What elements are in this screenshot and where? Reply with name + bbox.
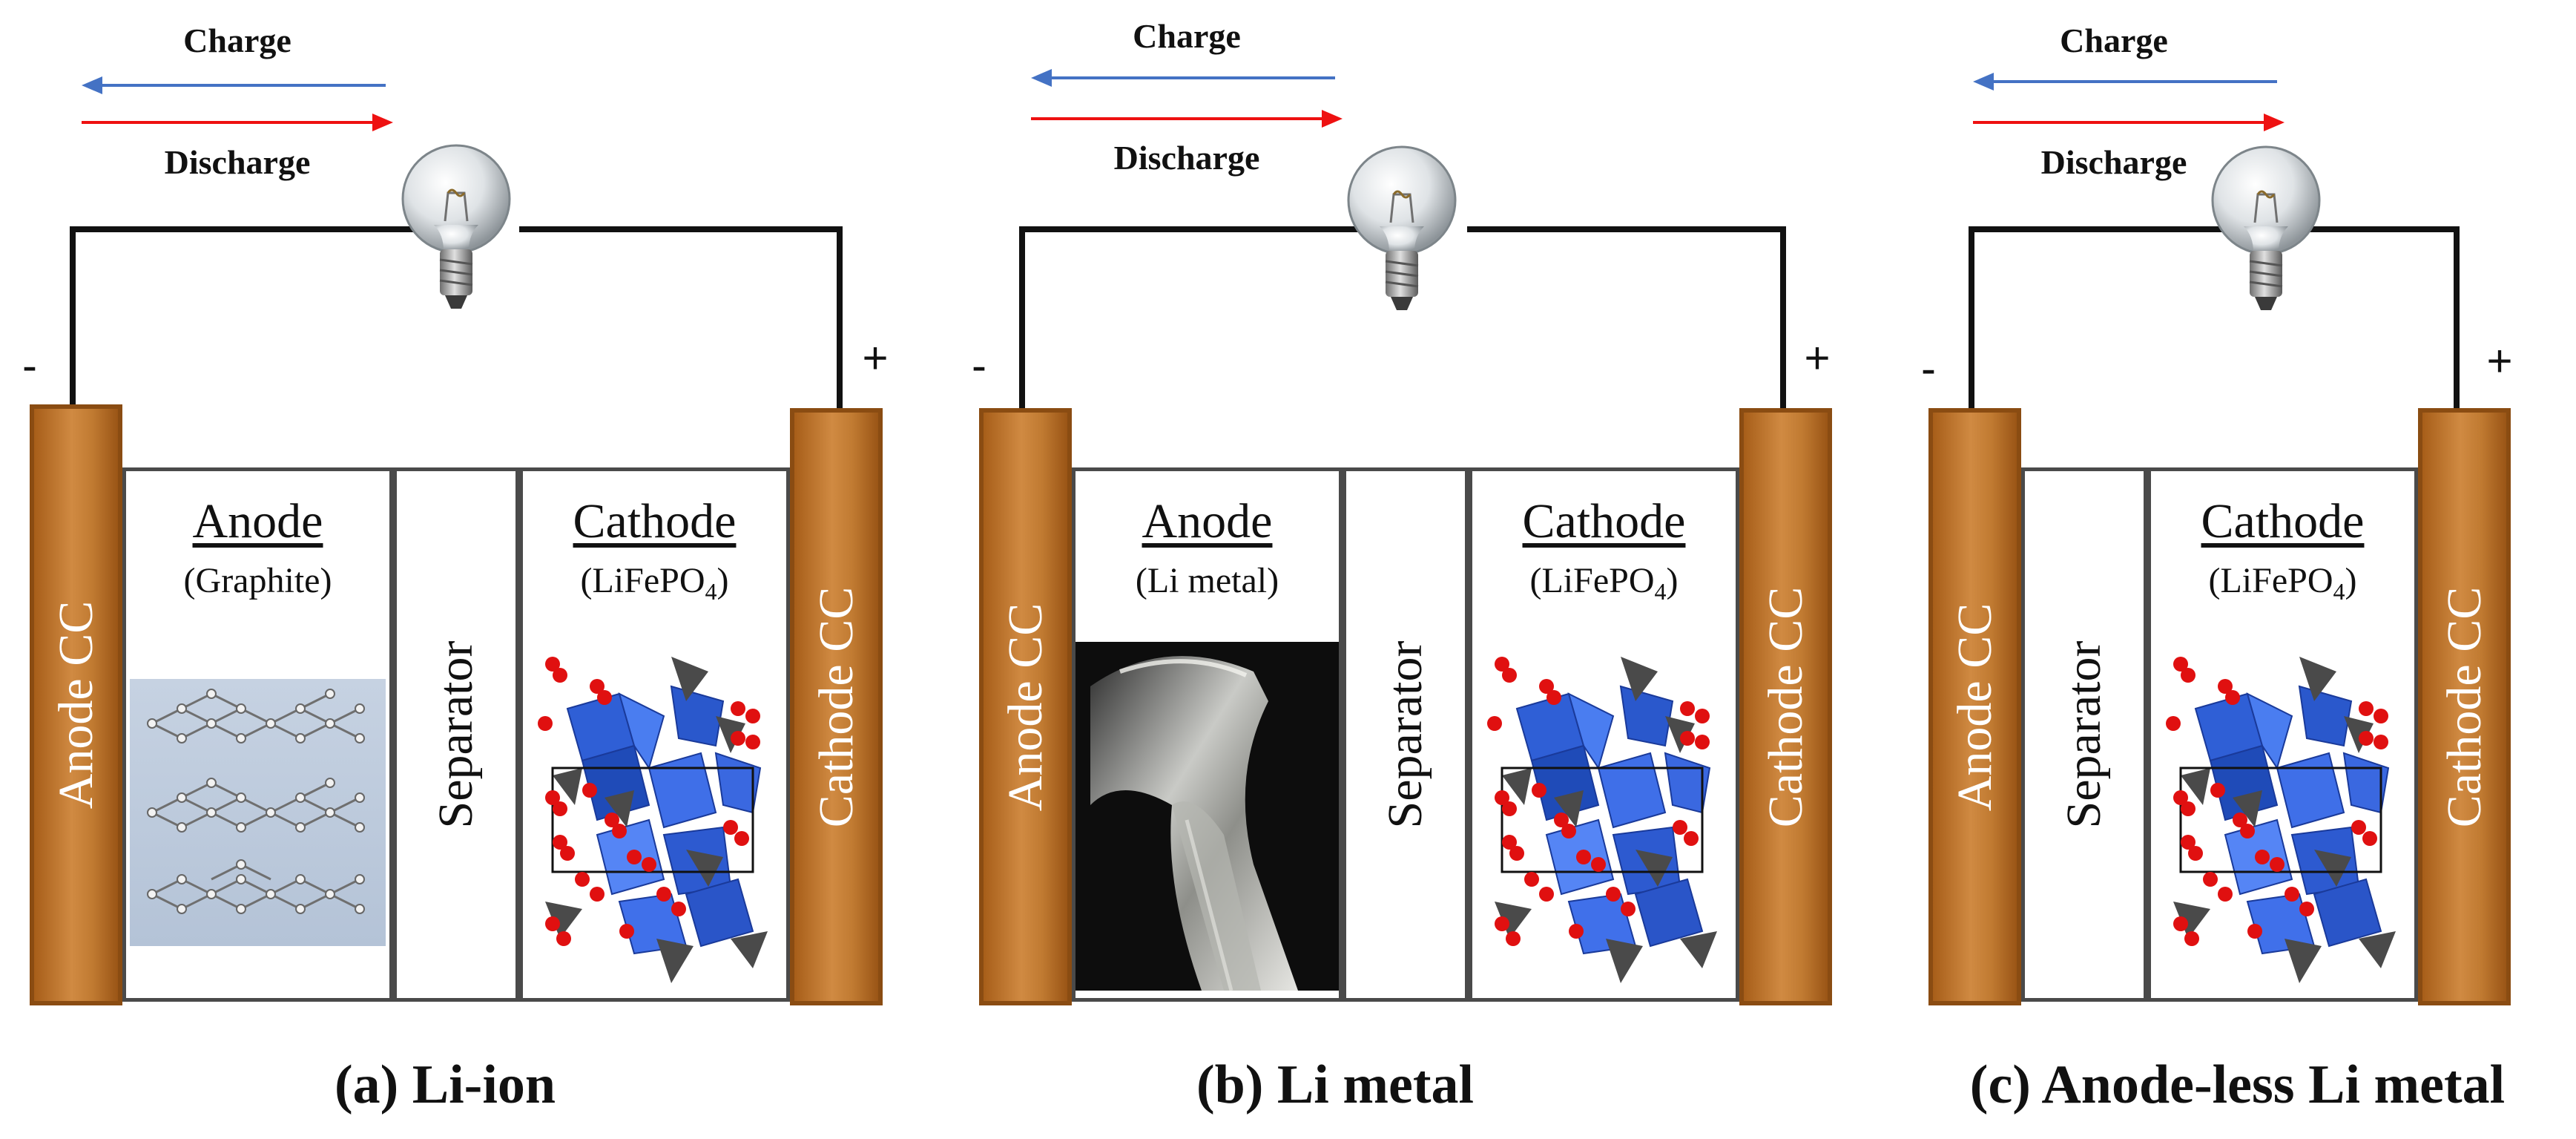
anode-title: Anode [192,494,323,548]
light-bulb-icon [1347,145,1457,310]
circuit-wire [1969,226,1974,408]
cathode-layer: Cathode (LiFePO4) [1469,467,1739,1002]
lifepo4-crystal-image [2166,657,2396,983]
circuit-wire [70,226,441,232]
panel-caption: (c) Anode-less Li metal [1969,1054,2506,1115]
anode-current-collector: Anode CC [979,408,1072,1005]
charge-arrow-icon [1973,73,2277,91]
negative-terminal-label: - [22,341,37,390]
separator-label: Separator [2057,640,2111,829]
cathode-current-collector: Cathode CC [1739,408,1832,1005]
discharge-label: Discharge [1113,139,1260,177]
cathode-material: (LiFePO4) [1472,560,1736,605]
cathode-layer: Cathode (LiFePO4) [519,467,790,1002]
discharge-label: Discharge [2040,143,2187,181]
anode-cc-label: Anode CC [1947,603,2002,811]
charge-arrow-icon [1031,69,1335,87]
lifepo4-crystal-image [1487,657,1717,983]
anode-title: Anode [1142,494,1273,548]
panel-li-metal: Charge Discharge - + Anode CC Anode (Li … [949,0,1832,1139]
cathode-layer: Cathode (LiFePO4) [2147,467,2418,1002]
cathode-formula-subscript: 4 [1654,578,1667,605]
cathode-formula-end: ) [1666,561,1679,600]
charge-arrow-icon [82,76,386,94]
cathode-material: (LiFePO4) [2151,560,2414,605]
light-bulb-icon [401,144,511,309]
circuit-wire [1780,226,1786,408]
discharge-arrow-icon [1973,114,2285,131]
circuit-wire [2292,226,2459,232]
charge-label: Charge [2060,22,2168,59]
cathode-title: Cathode [573,494,737,548]
separator-label: Separator [429,640,483,829]
light-bulb-icon [2211,145,2321,310]
circuit-wire [519,226,843,232]
panel-caption: (a) Li-ion [334,1054,556,1115]
cathode-cc-label: Cathode CC [1758,586,1813,827]
circuit-wire [1969,226,2243,232]
positive-terminal-label: + [862,333,889,383]
charge-label: Charge [183,22,291,59]
cathode-formula-subscript: 4 [705,578,717,605]
lifepo4-crystal-image [538,657,768,983]
cathode-formula-end: ) [2345,561,2357,600]
positive-terminal-label: + [1804,333,1831,383]
anode-cc-label: Anode CC [48,600,103,810]
cathode-title: Cathode [1522,494,1686,548]
anode-cc-label: Anode CC [998,603,1053,811]
cathode-current-collector: Cathode CC [2418,408,2511,1005]
cathode-material: (LiFePO4) [523,560,786,605]
cathode-cc-label: Cathode CC [808,586,863,827]
cathode-formula: (LiFePO [1529,561,1655,600]
lithium-metal-image [1075,642,1339,991]
charge-label: Charge [1133,17,1241,55]
cathode-title: Cathode [2201,494,2365,548]
cathode-formula-end: ) [717,561,729,600]
separator-label: Separator [1378,640,1432,829]
circuit-wire [1467,226,1786,232]
negative-terminal-label: - [1921,344,1936,393]
anode-layer: Anode (Li metal) [1072,467,1343,1002]
circuit-wire [1019,226,1025,408]
discharge-label: Discharge [164,143,311,181]
cathode-formula: (LiFePO [580,561,705,600]
circuit-wire [837,226,843,408]
panel-caption: (b) Li metal [1196,1054,1475,1115]
cathode-formula: (LiFePO [2208,561,2333,600]
cathode-cc-label: Cathode CC [2437,586,2491,827]
graphite-layers-image [130,679,386,946]
separator-layer: Separator [1343,467,1469,1002]
anode-current-collector: Anode CC [30,404,122,1005]
anode-layer: Anode (Graphite) [122,467,393,1002]
circuit-wire [70,226,76,408]
anode-material: (Graphite) [183,561,332,600]
circuit-wire [1019,226,1409,232]
discharge-arrow-icon [1031,110,1343,128]
separator-layer: Separator [393,467,519,1002]
separator-layer: Separator [2021,467,2147,1002]
anode-current-collector: Anode CC [1928,408,2021,1005]
panel-anode-less: Charge Discharge - + Anode CC Separator … [1899,0,2576,1139]
panel-li-ion: Charge Discharge - + Anode CC Anode (Gra… [0,0,889,1139]
cathode-formula-subscript: 4 [2333,578,2345,605]
cathode-current-collector: Cathode CC [790,408,883,1005]
anode-material: (Li metal) [1135,561,1279,600]
discharge-arrow-icon [82,114,393,131]
negative-terminal-label: - [972,341,986,390]
positive-terminal-label: + [2486,336,2513,386]
circuit-wire [2454,226,2460,408]
